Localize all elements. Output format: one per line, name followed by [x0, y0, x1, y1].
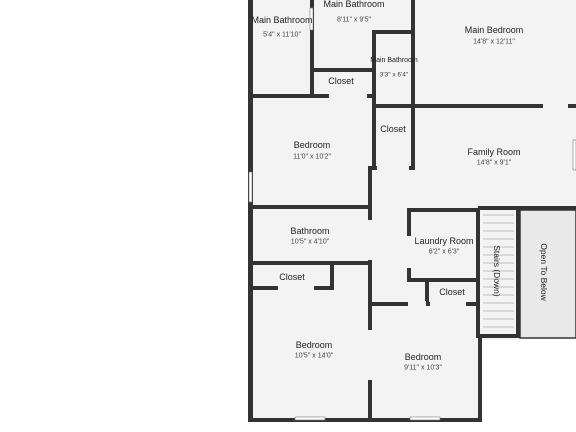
main-bathroom-left-dims: 5'4" x 11'10" — [263, 31, 301, 39]
main-bathroom-left-name: Main Bathroom — [251, 14, 313, 25]
bedroom-lower-right-name: Bedroom — [404, 352, 442, 363]
main-bedroom-dims: 14'8" x 12'11" — [473, 38, 515, 46]
main-bathroom-top-name: Main Bathroom — [323, 0, 385, 9]
bathroom-dims: 10'5" x 4'10" — [290, 238, 330, 246]
bedroom-upper-name: Bedroom — [293, 140, 331, 151]
door-openings — [278, 93, 568, 380]
stairs-treads — [483, 214, 514, 328]
family-room-name: Family Room — [467, 147, 521, 158]
windows — [248, 7, 576, 421]
main-bedroom-name: Main Bedroom — [464, 25, 524, 36]
closet-middle-name: Closet — [380, 124, 406, 135]
bedroom-upper-dims: 11'0" x 10'2" — [293, 153, 331, 161]
bathroom-name: Bathroom — [290, 226, 330, 237]
closet-right-name: Closet — [439, 287, 465, 298]
closet-left-name: Closet — [279, 272, 305, 283]
bedroom-lower-left-name: Bedroom — [295, 340, 333, 351]
stairs-label: Stairs (Down) — [492, 245, 502, 297]
family-room-dims: 14'8" x 9'1" — [476, 159, 512, 167]
open-to-below-area — [519, 209, 576, 339]
laundry-room-name: Laundry Room — [414, 236, 474, 247]
laundry-room-dims: 6'2" x 6'3" — [428, 248, 460, 256]
main-bathroom-top-dims: 8'11" x 9'5" — [337, 16, 371, 24]
main-bathroom-small-dims: 3'3" x 6'4" — [379, 71, 409, 79]
exterior-walls — [248, 0, 576, 422]
main-bathroom-small-name: Main Bathroom — [370, 56, 418, 64]
closet-top-name: Closet — [328, 76, 354, 87]
open-to-below-label: Open To Below — [539, 243, 549, 301]
bedroom-lower-right-dims: 9'11" x 10'3" — [404, 364, 442, 372]
bedroom-lower-left-dims: 10'5" x 14'0" — [294, 352, 334, 360]
